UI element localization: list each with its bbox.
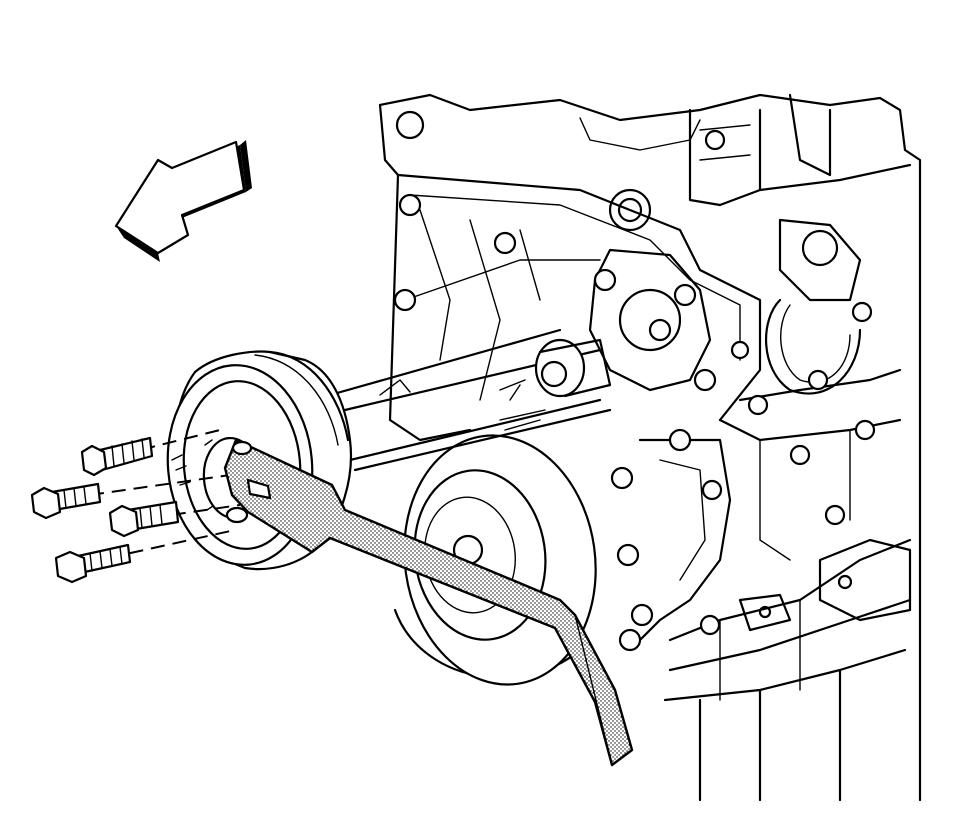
balancer-holding-tool	[223, 438, 634, 767]
engine-block	[378, 93, 922, 802]
bolt	[54, 543, 132, 584]
balancer-center-bolt	[534, 338, 612, 398]
cover-bolt	[393, 193, 876, 652]
bolt	[30, 482, 102, 520]
removal-direction-arrow-icon	[114, 140, 252, 262]
bolt	[80, 436, 154, 477]
bolt	[108, 500, 180, 538]
